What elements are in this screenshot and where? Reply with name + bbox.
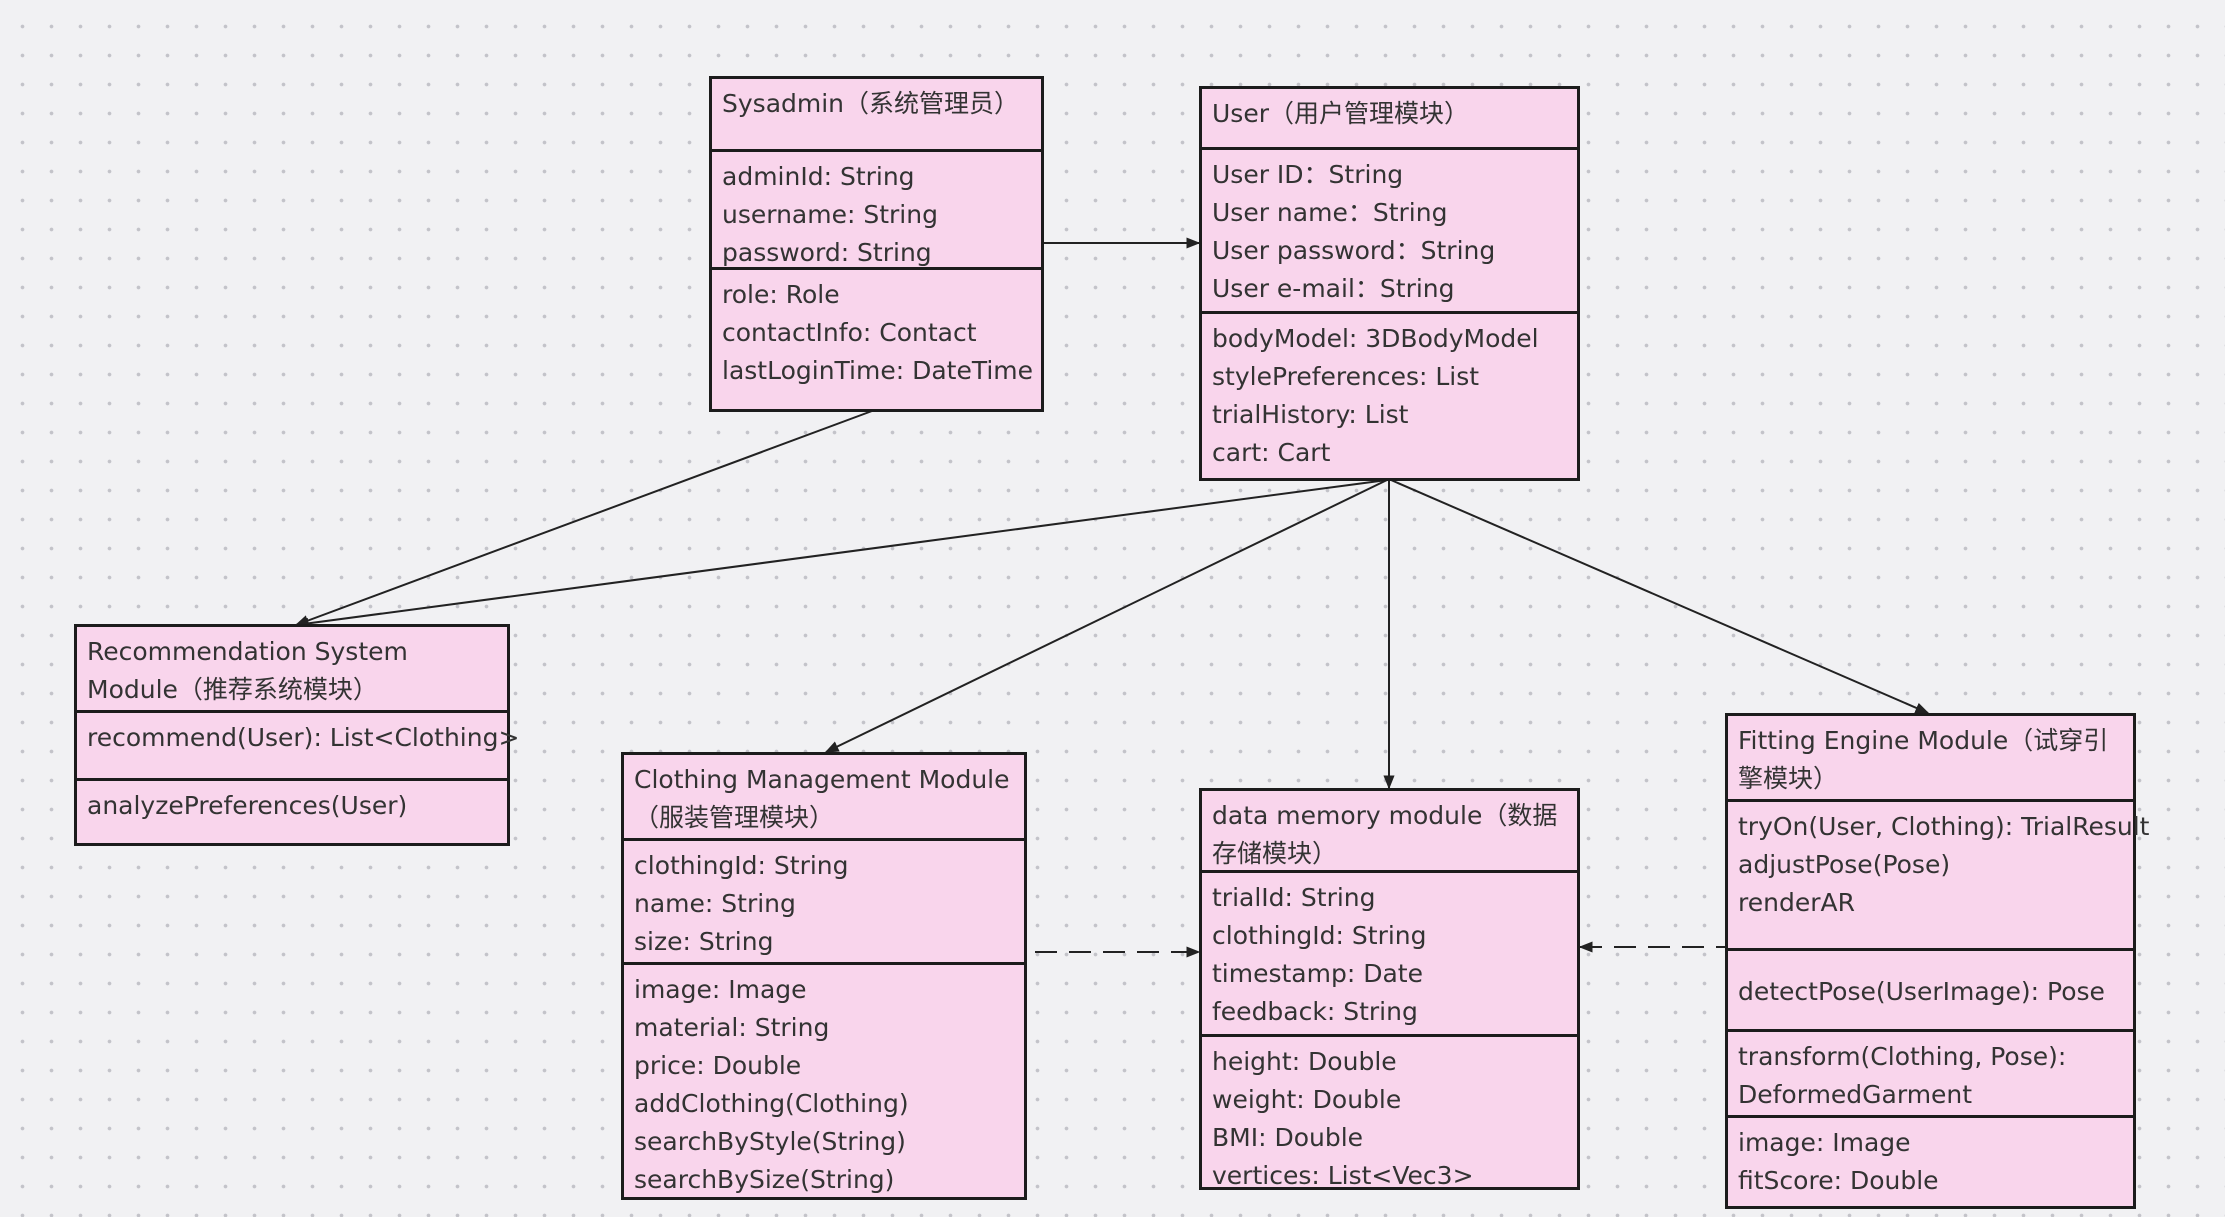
- attribute: weight: Double: [1212, 1085, 1402, 1114]
- edge-user-to-clothing: [824, 479, 1388, 753]
- class-title: Clothing Management Module（服装管理模块）: [634, 765, 1010, 832]
- class-memory-header: data memory module（数据存储模块）: [1202, 791, 1577, 870]
- attribute: User e-mail：String: [1212, 274, 1455, 303]
- class-clothing-attributes: clothingId: String name: String size: St…: [624, 838, 1024, 962]
- class-title: Sysadmin（系统管理员）: [722, 89, 1020, 118]
- class-clothing-extra: image: Image material: String price: Dou…: [624, 962, 1024, 1205]
- method: transform(Clothing, Pose):: [1738, 1042, 2067, 1071]
- class-memory-attributes: trialId: String clothingId: String times…: [1202, 870, 1577, 1034]
- attribute: bodyModel: 3DBodyModel: [1212, 324, 1539, 353]
- edge-sysadmin-to-recommendation: [294, 410, 873, 626]
- attribute: feedback: String: [1212, 997, 1418, 1026]
- method: searchBySize(String): [634, 1165, 895, 1194]
- method: renderAR: [1738, 888, 1855, 917]
- class-fitting-transform: transform(Clothing, Pose): DeformedGarme…: [1728, 1029, 2133, 1115]
- attribute: stylePreferences: List: [1212, 362, 1480, 391]
- attribute: cart: Cart: [1212, 438, 1331, 467]
- class-sysadmin-header: Sysadmin（系统管理员）: [712, 79, 1041, 149]
- class-title: Fitting Engine Module（试穿引擎模块）: [1738, 726, 2109, 793]
- attribute: material: String: [634, 1013, 830, 1042]
- class-title: Recommendation System Module（推荐系统模块）: [87, 637, 408, 704]
- class-user-attributes: User ID：String User name：String User pas…: [1202, 147, 1577, 311]
- attribute: adminId: String: [722, 162, 915, 191]
- class-fitting-detect: detectPose(UserImage): Pose: [1728, 948, 2133, 1029]
- method: recommend(User): List<Clothing>: [87, 723, 520, 752]
- method: searchByStyle(String): [634, 1127, 906, 1156]
- class-user[interactable]: User（用户管理模块） User ID：String User name：St…: [1199, 86, 1580, 481]
- attribute: fitScore: Double: [1738, 1166, 1939, 1195]
- attribute: trialId: String: [1212, 883, 1376, 912]
- attribute: vertices: List<Vec3>: [1212, 1161, 1474, 1190]
- class-sysadmin-extra: role: Role contactInfo: Contact lastLogi…: [712, 267, 1041, 409]
- attribute: timestamp: Date: [1212, 959, 1423, 988]
- method: adjustPose(Pose): [1738, 850, 1951, 879]
- attribute: lastLoginTime: DateTime: [722, 356, 1034, 385]
- attribute: BMI: Double: [1212, 1123, 1364, 1152]
- class-user-header: User（用户管理模块）: [1202, 89, 1577, 147]
- method: addClothing(Clothing): [634, 1089, 909, 1118]
- class-clothing-header: Clothing Management Module（服装管理模块）: [624, 755, 1024, 838]
- attribute: clothingId: String: [634, 851, 849, 880]
- attribute: role: Role: [722, 280, 840, 309]
- class-memory[interactable]: data memory module（数据存储模块） trialId: Stri…: [1199, 788, 1580, 1190]
- edge-user-to-recommendation: [294, 479, 1388, 629]
- class-title: data memory module（数据存储模块）: [1212, 801, 1558, 868]
- attribute: password: String: [722, 238, 932, 267]
- attribute: trialHistory: List: [1212, 400, 1409, 429]
- class-title: User（用户管理模块）: [1212, 99, 1469, 128]
- class-recommendation[interactable]: Recommendation System Module（推荐系统模块） rec…: [74, 624, 520, 846]
- class-fitting-extra: image: Image fitScore: Double: [1728, 1115, 2133, 1206]
- attribute: User ID：String: [1212, 160, 1404, 189]
- class-user-extra: bodyModel: 3DBodyModel stylePreferences:…: [1202, 311, 1577, 478]
- class-recommendation-method-1: recommend(User): List<Clothing>: [77, 710, 520, 778]
- class-fitting[interactable]: Fitting Engine Module（试穿引擎模块） tryOn(User…: [1725, 713, 2150, 1209]
- class-sysadmin[interactable]: Sysadmin（系统管理员） adminId: String username…: [709, 76, 1044, 412]
- method: tryOn(User, Clothing): TrialResult: [1738, 812, 2150, 841]
- method: analyzePreferences(User): [87, 791, 408, 820]
- attribute: contactInfo: Contact: [722, 318, 977, 347]
- attribute: image: Image: [1738, 1128, 1911, 1157]
- class-memory-extra: height: Double weight: Double BMI: Doubl…: [1202, 1034, 1577, 1201]
- method: detectPose(UserImage): Pose: [1738, 977, 2105, 1007]
- attribute: image: Image: [634, 975, 807, 1004]
- class-fitting-methods: tryOn(User, Clothing): TrialResult adjus…: [1728, 799, 2150, 948]
- attribute: clothingId: String: [1212, 921, 1427, 950]
- class-recommendation-method-2: analyzePreferences(User): [77, 778, 507, 843]
- attribute: username: String: [722, 200, 938, 229]
- attribute: name: String: [634, 889, 796, 918]
- edge-user-to-fitting: [1390, 479, 1930, 714]
- class-clothing[interactable]: Clothing Management Module（服装管理模块） cloth…: [621, 752, 1027, 1200]
- attribute: User name：String: [1212, 198, 1448, 227]
- attribute: height: Double: [1212, 1047, 1397, 1076]
- method: DeformedGarment: [1738, 1080, 1973, 1109]
- class-sysadmin-attributes: adminId: String username: String passwor…: [712, 149, 1041, 267]
- attribute: size: String: [634, 927, 774, 956]
- class-recommendation-header: Recommendation System Module（推荐系统模块）: [77, 627, 507, 710]
- attribute: User password：String: [1212, 236, 1496, 265]
- class-fitting-header: Fitting Engine Module（试穿引擎模块）: [1728, 716, 2133, 799]
- attribute: price: Double: [634, 1051, 802, 1080]
